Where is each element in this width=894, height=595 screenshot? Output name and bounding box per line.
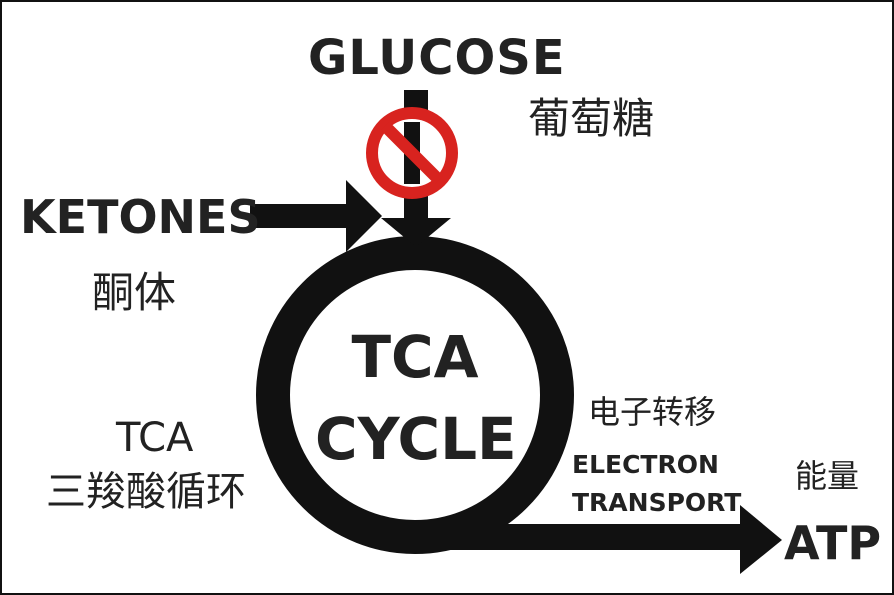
prohibited-icon <box>366 107 458 199</box>
atp-arrow-shaft <box>430 524 750 550</box>
tca-cycle-ring <box>256 236 574 554</box>
glucose-label: GLUCOSE <box>308 30 566 86</box>
ketones-arrow-head <box>346 180 382 252</box>
atp-arrow-head <box>740 505 782 574</box>
electron-label-zh: 电子转移 <box>588 393 717 431</box>
ketones-label: KETONES <box>20 190 261 244</box>
energy-label-zh: 能量 <box>795 457 860 495</box>
atp-label: ATP <box>784 516 882 570</box>
tca-label-zh: 三羧酸循环 <box>46 469 246 515</box>
glucose-arrow-head <box>381 218 451 247</box>
glucose-label-zh: 葡萄糖 <box>528 94 655 143</box>
electron-label-line2: TRANSPORT <box>572 488 742 517</box>
tca-label: TCA <box>116 415 194 461</box>
cycle-title-line1: TCA <box>351 323 479 391</box>
ketones-label-zh: 酮体 <box>92 268 177 317</box>
cycle-title-line2: CYCLE <box>315 405 517 473</box>
electron-label-line1: ELECTRON <box>572 450 719 479</box>
ketones-arrow-shaft <box>250 204 350 228</box>
